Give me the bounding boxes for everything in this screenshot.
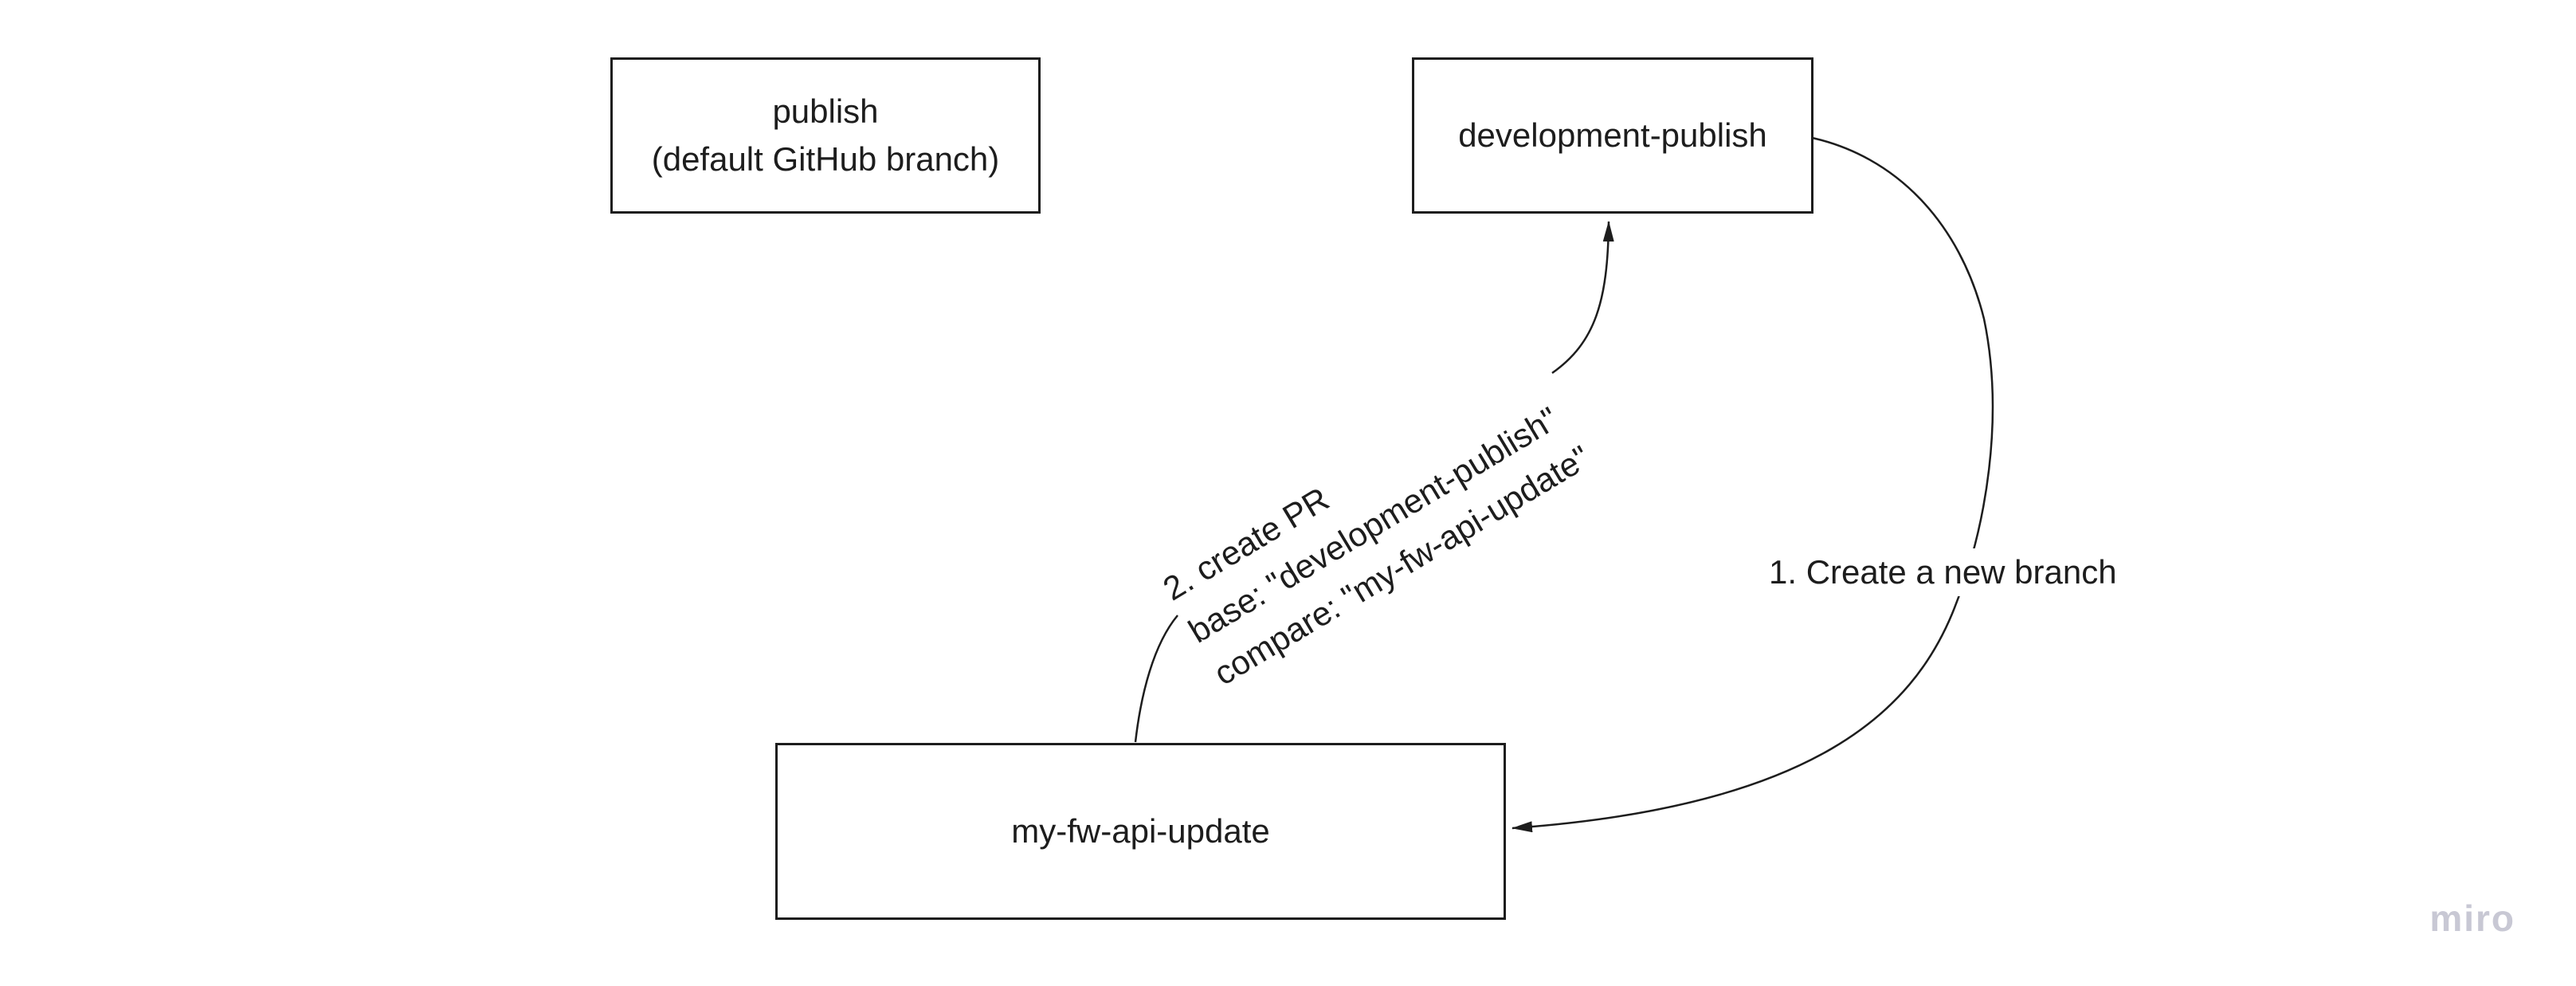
node-my-fw-api-update-branch[interactable]: my-fw-api-update — [775, 743, 1506, 920]
edge-label-create-pr[interactable]: 2. create PR base: "development-publish"… — [1154, 348, 1600, 697]
node-publish-label-line1: publish — [772, 92, 879, 130]
node-development-publish-label: development-publish — [1458, 116, 1767, 154]
connector-create-pr-lower-segment[interactable] — [1134, 615, 1178, 743]
miro-logo: miro — [2429, 898, 2515, 939]
node-publish-label-line2: (default GitHub branch) — [651, 140, 1000, 178]
node-publish-branch[interactable]: publish (default GitHub branch) — [610, 57, 1041, 214]
node-my-fw-api-update-label: my-fw-api-update — [1011, 812, 1270, 850]
connector-create-branch[interactable] — [1511, 136, 1994, 833]
node-development-publish-branch[interactable]: development-publish — [1412, 57, 1813, 214]
edge-label-create-branch[interactable]: 1. Create a new branch — [1758, 548, 2128, 596]
connector-create-pr-upper-segment[interactable] — [1551, 221, 1614, 375]
